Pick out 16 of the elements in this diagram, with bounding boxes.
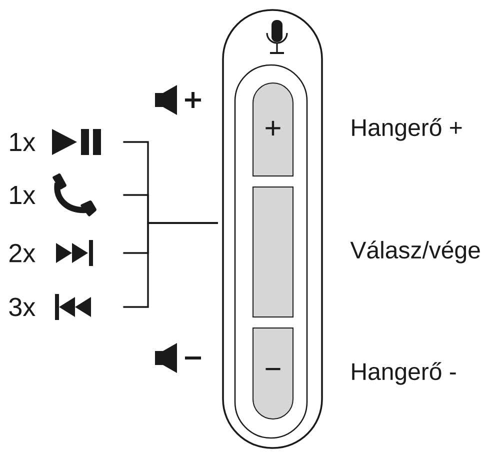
press-count: 1x — [10, 133, 36, 151]
volume-down-button: − — [252, 328, 294, 420]
connector-line — [123, 222, 218, 308]
function-label: Válasz/vége — [350, 240, 480, 264]
volume-up-button: + — [252, 82, 294, 176]
remote-body — [222, 9, 323, 449]
phone-icon — [52, 174, 96, 216]
press-count: 3x — [9, 298, 36, 316]
multifunction-button — [252, 186, 294, 318]
function-label: Hangerő + — [352, 118, 462, 141]
play-pause-icon — [52, 129, 101, 155]
skip-back-icon — [55, 294, 91, 320]
function-label: Hangerő - — [352, 362, 456, 385]
press-count: 2x — [10, 244, 36, 262]
press-count: 1x — [10, 186, 36, 204]
skip-forward-icon — [56, 240, 93, 266]
